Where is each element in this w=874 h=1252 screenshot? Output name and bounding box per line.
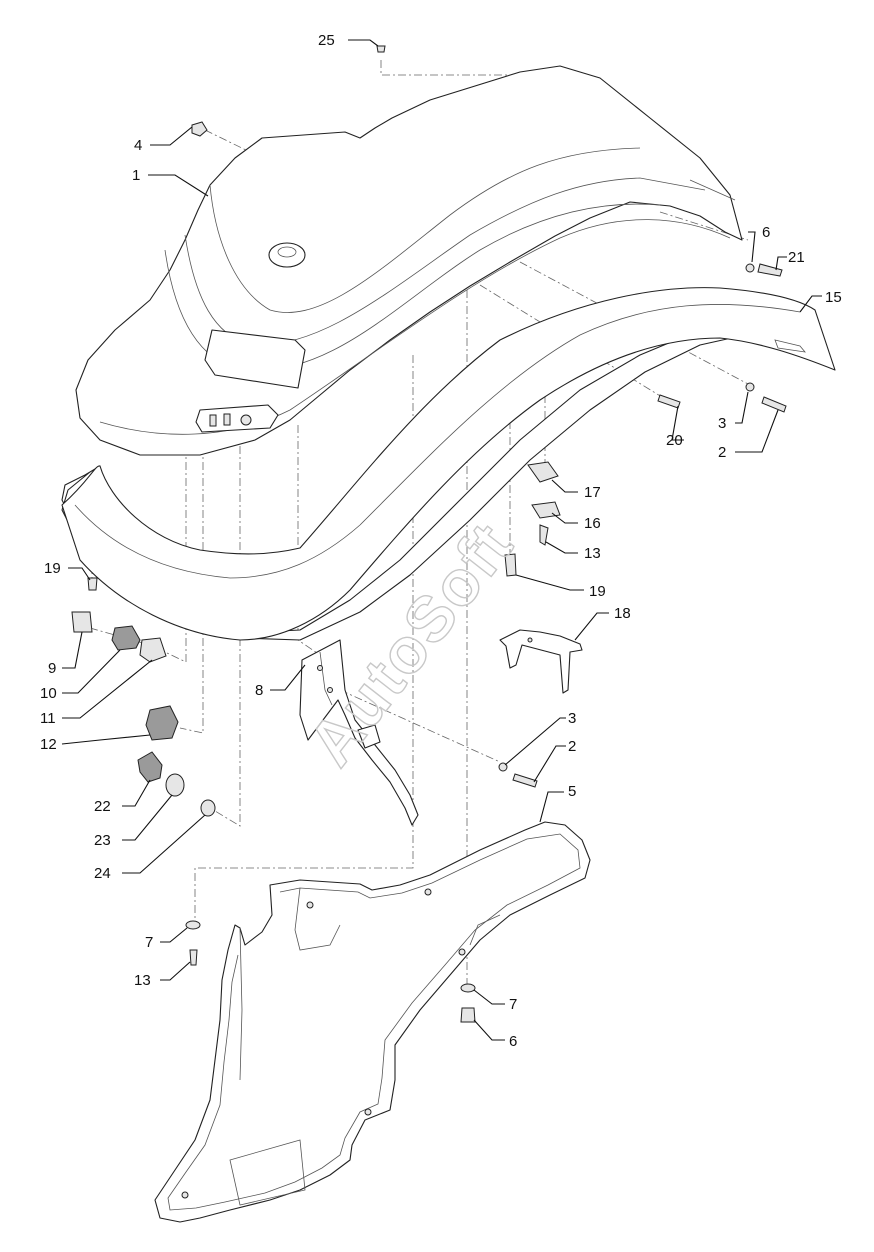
callout-6-upper: 6 [762, 224, 770, 241]
callout-13-lower: 13 [134, 972, 151, 989]
callout-9: 9 [48, 660, 56, 677]
callout-20: 20 [666, 432, 683, 449]
callout-12: 12 [40, 736, 57, 753]
callout-7-left: 7 [145, 934, 153, 951]
callout-labels: 25 4 1 6 21 15 20 3 2 17 16 13 19 19 18 … [40, 32, 842, 1050]
hardware [71, 45, 787, 1023]
fender-shell [61, 65, 811, 641]
callout-6-lower: 6 [509, 1033, 517, 1050]
callout-4: 4 [134, 137, 142, 154]
callout-17: 17 [584, 484, 601, 501]
callout-3-upper: 3 [718, 415, 726, 432]
callout-19-left: 19 [44, 560, 61, 577]
callout-23: 23 [94, 832, 111, 849]
callout-2-lower: 2 [568, 738, 576, 755]
splash-panel [154, 821, 591, 1223]
callout-19-right: 19 [589, 583, 606, 600]
callout-7-right: 7 [509, 996, 517, 1013]
callout-22: 22 [94, 798, 111, 815]
callout-24: 24 [94, 865, 111, 882]
callout-1: 1 [132, 167, 140, 184]
callout-11: 11 [40, 710, 56, 727]
callout-13-upper: 13 [584, 545, 601, 562]
callout-10: 10 [40, 685, 57, 702]
support-bracket [299, 639, 419, 826]
callout-2-upper: 2 [718, 444, 726, 461]
callout-16: 16 [584, 515, 601, 532]
leader-lines [61, 39, 822, 1041]
callout-21: 21 [788, 249, 805, 266]
callout-5: 5 [568, 783, 576, 800]
callout-25: 25 [318, 32, 335, 49]
callout-8: 8 [255, 682, 263, 699]
callout-18: 18 [614, 605, 631, 622]
fender-extension [61, 287, 836, 641]
u-bracket [499, 629, 583, 694]
callout-15: 15 [825, 289, 842, 306]
callout-3-lower: 3 [568, 710, 576, 727]
